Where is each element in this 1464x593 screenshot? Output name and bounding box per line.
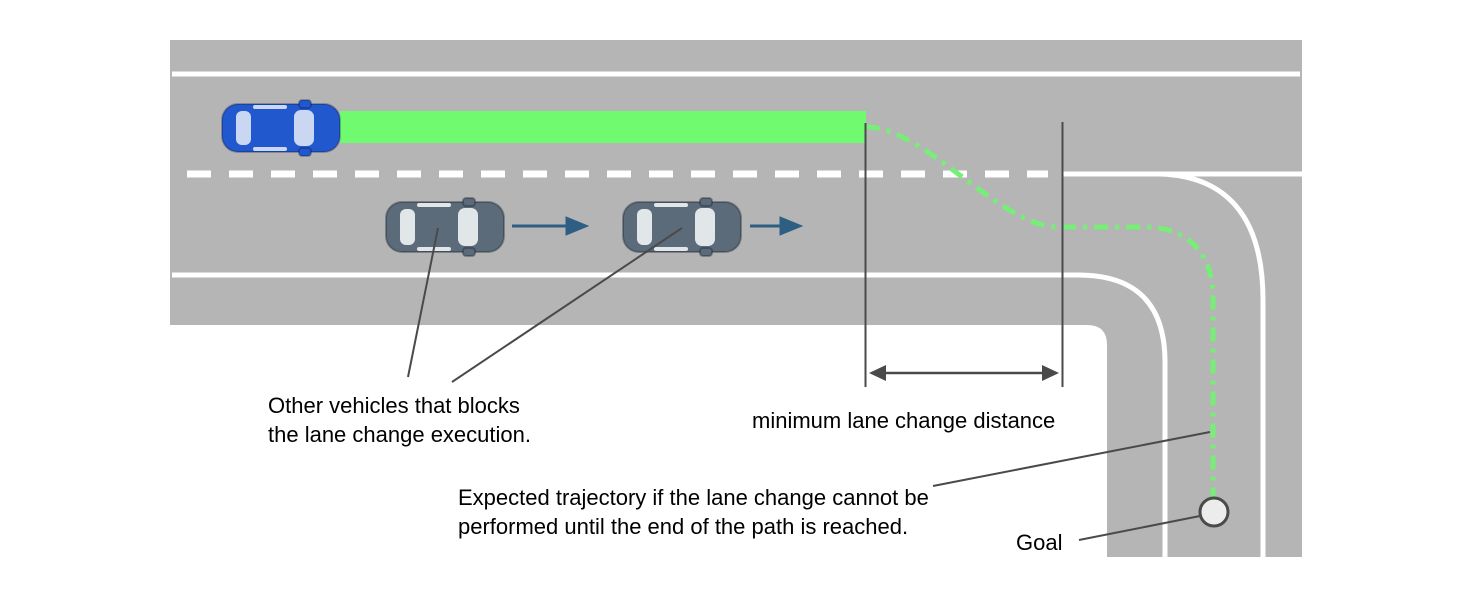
ego-mirror-icon <box>298 99 312 109</box>
leader-line-vehicle-1 <box>407 227 439 378</box>
lane-line-bottom <box>172 272 1168 557</box>
label-blocking-vehicles: Other vehicles that blocks the lane chan… <box>268 393 531 447</box>
label-goal: Goal <box>1016 530 1063 555</box>
road-surface <box>170 40 1302 557</box>
distance-double-arrow-icon <box>869 365 1059 381</box>
label-min-lane-change-distance: minimum lane change distance <box>752 408 1056 433</box>
leader-line-trajectory <box>932 431 1211 487</box>
goal-marker-icon <box>1198 496 1230 528</box>
leader-line-goal <box>1078 515 1201 541</box>
turn-lane-divider-line <box>1159 171 1266 557</box>
other-vehicle-1-icon <box>385 197 505 257</box>
other-vehicle-2-icon <box>622 197 742 257</box>
label-expected-trajectory: Expected trajectory if the lane change c… <box>458 485 929 539</box>
motion-arrow-1-icon <box>512 216 590 236</box>
motion-arrow-2-icon <box>750 216 804 236</box>
ego-mirror-icon <box>298 147 312 157</box>
leader-line-vehicle-2 <box>451 227 683 383</box>
planned-path-bar <box>340 111 866 143</box>
ego-vehicle-icon <box>221 99 341 157</box>
